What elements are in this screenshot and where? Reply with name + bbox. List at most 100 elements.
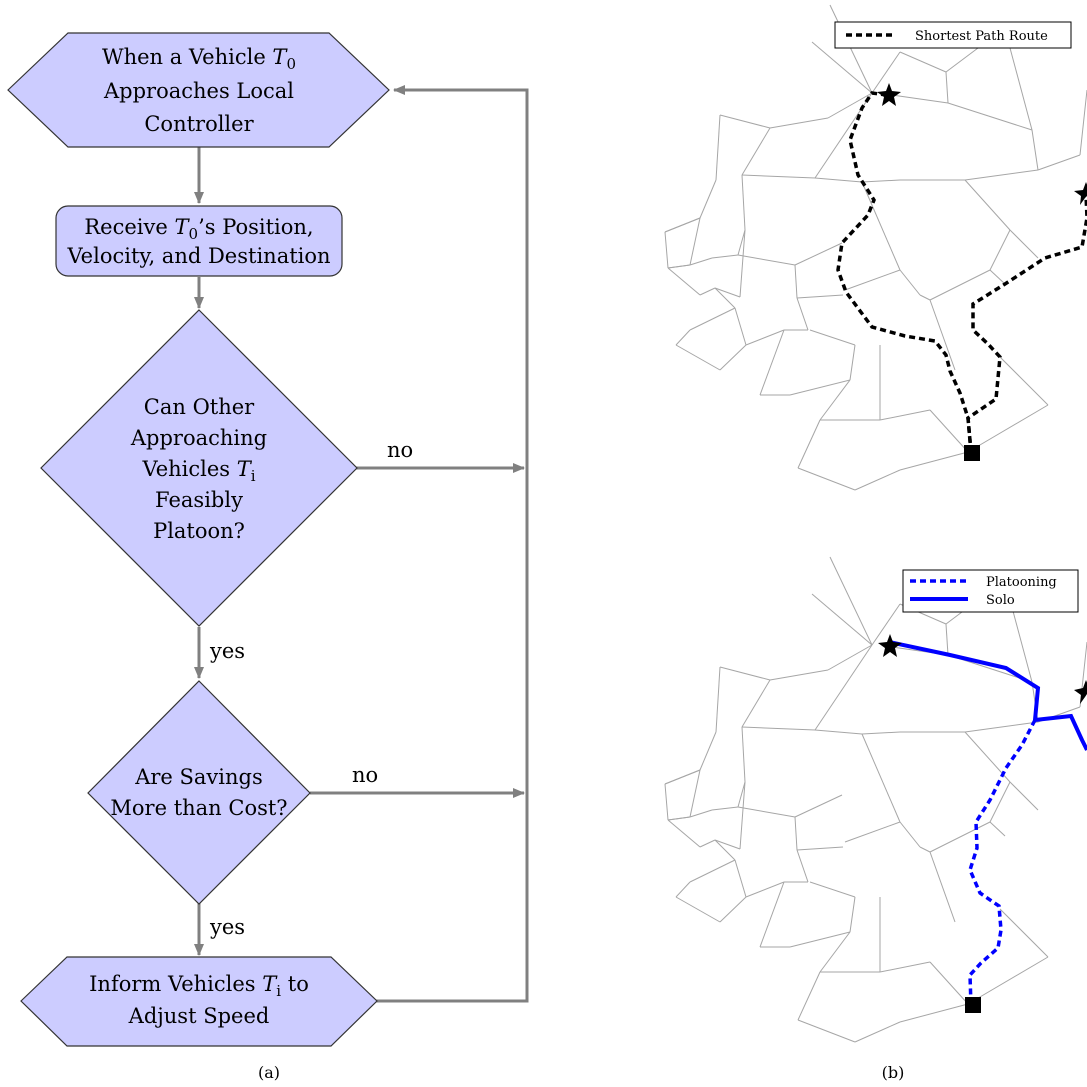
road-segment xyxy=(667,264,691,269)
road-segment xyxy=(714,839,736,861)
road-segment xyxy=(809,881,856,898)
road-segment xyxy=(849,344,856,381)
road-segment xyxy=(737,254,796,266)
road-segment xyxy=(1037,154,1081,171)
road-segment xyxy=(929,821,991,853)
road-segment xyxy=(667,819,701,848)
road-segment xyxy=(899,821,921,848)
road-segment xyxy=(899,1003,969,1023)
road-segment xyxy=(854,469,901,491)
road-segment xyxy=(989,781,1011,823)
road-segment xyxy=(811,41,873,94)
road-segment xyxy=(879,409,931,421)
road-segment xyxy=(759,329,785,396)
road-segment xyxy=(1079,89,1087,156)
road-segment xyxy=(794,242,843,266)
road-segment xyxy=(796,297,809,331)
road-segment xyxy=(929,269,991,301)
road-segment xyxy=(699,839,716,848)
road-segment xyxy=(714,287,741,298)
road-segment xyxy=(899,451,969,471)
road-segment xyxy=(745,329,785,346)
road-segment xyxy=(827,644,873,671)
road-segment xyxy=(689,307,736,331)
road-segment xyxy=(699,287,716,296)
road-segment xyxy=(711,806,739,811)
map-bottom: Platooning Solo xyxy=(664,556,1087,1043)
decision2-text-1: Are Savings xyxy=(134,765,263,789)
road-segment xyxy=(811,593,873,646)
legend-bottom: Platooning Solo xyxy=(902,569,1079,613)
destination-star-icon xyxy=(1074,182,1087,205)
road-segment xyxy=(964,721,1039,733)
road-segment xyxy=(1009,599,1033,683)
caption-b: (b) xyxy=(882,1063,905,1082)
road-segment xyxy=(719,344,747,371)
road-segment xyxy=(675,344,721,371)
road-segment xyxy=(1009,229,1039,259)
road-segment xyxy=(891,94,949,104)
road-segment xyxy=(989,821,1006,837)
road-segment xyxy=(741,174,816,179)
road-segment xyxy=(739,229,746,298)
start-node xyxy=(7,32,390,148)
road-segment xyxy=(1009,781,1039,811)
origin-square-icon-bottom xyxy=(965,997,981,1013)
shortest-path-route-2 xyxy=(966,194,1087,453)
start-text: When a Vehicle T0 xyxy=(102,45,296,73)
road-segment xyxy=(929,409,969,453)
road-segment xyxy=(675,881,691,898)
inform-text-2: Adjust Speed xyxy=(128,1004,270,1028)
road-network-bottom xyxy=(664,556,1087,1043)
road-segment xyxy=(964,169,1039,181)
road-segment xyxy=(829,556,873,646)
road-segment xyxy=(719,896,747,923)
caption-a: (a) xyxy=(258,1063,280,1082)
decision1-text-1: Can Other xyxy=(144,395,255,419)
road-segment xyxy=(999,908,1049,958)
road-segment xyxy=(714,839,741,850)
road-segment xyxy=(741,127,771,176)
road-segment xyxy=(999,356,1049,406)
road-segment xyxy=(814,177,863,183)
road-segment xyxy=(797,971,821,1021)
road-segment xyxy=(741,726,816,731)
road-segment xyxy=(945,623,949,656)
road-segment xyxy=(844,821,901,843)
road-segment xyxy=(947,102,1033,131)
road-segment xyxy=(699,731,717,771)
road-segment xyxy=(861,733,901,823)
platooning-route xyxy=(968,719,1037,1007)
road-segment xyxy=(719,666,771,681)
arrow-loop-back xyxy=(376,85,529,1003)
road-segment xyxy=(899,51,947,73)
road-segment xyxy=(664,783,669,821)
legend-solo-label: Solo xyxy=(986,593,1015,608)
road-segment xyxy=(871,51,901,94)
road-segment xyxy=(861,731,901,735)
legend-shortest-path-label: Shortest Path Route xyxy=(915,29,1048,44)
road-segment xyxy=(794,264,798,299)
road-segment xyxy=(861,181,901,271)
road-segment xyxy=(667,816,691,821)
road-segment xyxy=(789,379,851,396)
edge-label-yes-2: yes xyxy=(209,915,245,939)
road-segment xyxy=(809,329,856,346)
road-segment xyxy=(929,299,956,371)
road-segment xyxy=(667,267,701,296)
road-segment xyxy=(989,229,1011,271)
road-segment xyxy=(1009,47,1033,131)
road-segment xyxy=(945,47,979,73)
road-segment xyxy=(741,174,746,231)
decision2-node xyxy=(87,680,311,905)
road-segment xyxy=(745,881,785,898)
road-segment xyxy=(861,179,901,183)
map-top: Shortest Path Route xyxy=(664,4,1087,491)
flowchart: When a Vehicle T0 Approaches Local Contr… xyxy=(7,32,529,1082)
road-segment xyxy=(759,881,785,948)
road-segment xyxy=(714,287,736,309)
road-segment xyxy=(797,1019,856,1043)
road-segment xyxy=(819,931,851,973)
road-segment xyxy=(737,806,796,818)
shortest-path-route xyxy=(836,91,973,453)
